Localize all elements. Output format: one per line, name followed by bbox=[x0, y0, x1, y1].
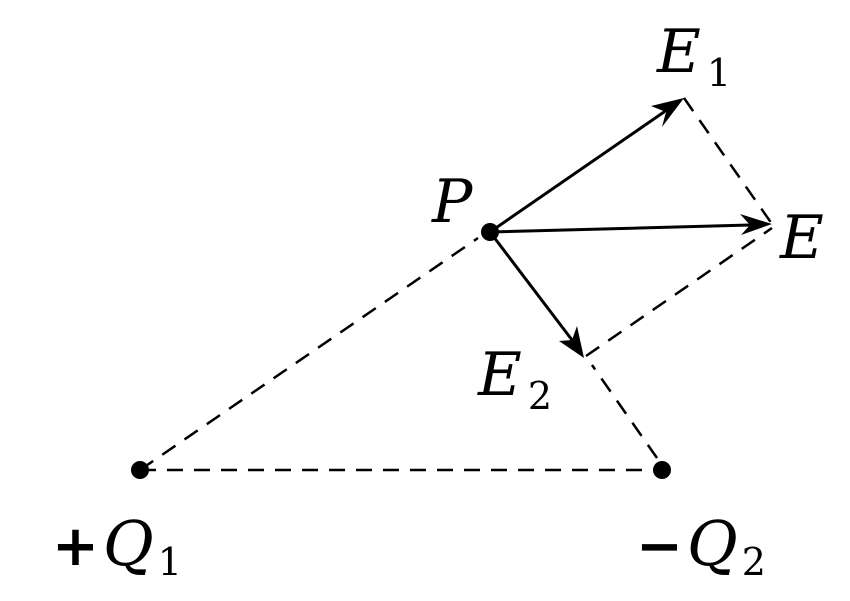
label-p: P bbox=[431, 167, 474, 237]
vector-e1-shaft bbox=[488, 110, 666, 234]
charge-q1-dot bbox=[131, 461, 149, 479]
dashed-line-e2-to-e bbox=[585, 226, 773, 358]
vector-e2-shaft bbox=[488, 230, 574, 342]
vector-e-arrowhead bbox=[740, 214, 772, 235]
dashed-line-e1-to-e bbox=[682, 97, 774, 225]
vector-e2-arrowhead bbox=[559, 326, 584, 358]
label-e: E bbox=[779, 203, 824, 273]
charge-q2-dot bbox=[653, 461, 671, 479]
point-p-dot bbox=[481, 223, 499, 241]
dashed-line-q1-to-p bbox=[139, 236, 479, 472]
vector-e1-arrowhead bbox=[651, 98, 684, 127]
vector-e-shaft bbox=[488, 223, 752, 234]
dashed-line-q2-to-e2 bbox=[590, 364, 659, 459]
